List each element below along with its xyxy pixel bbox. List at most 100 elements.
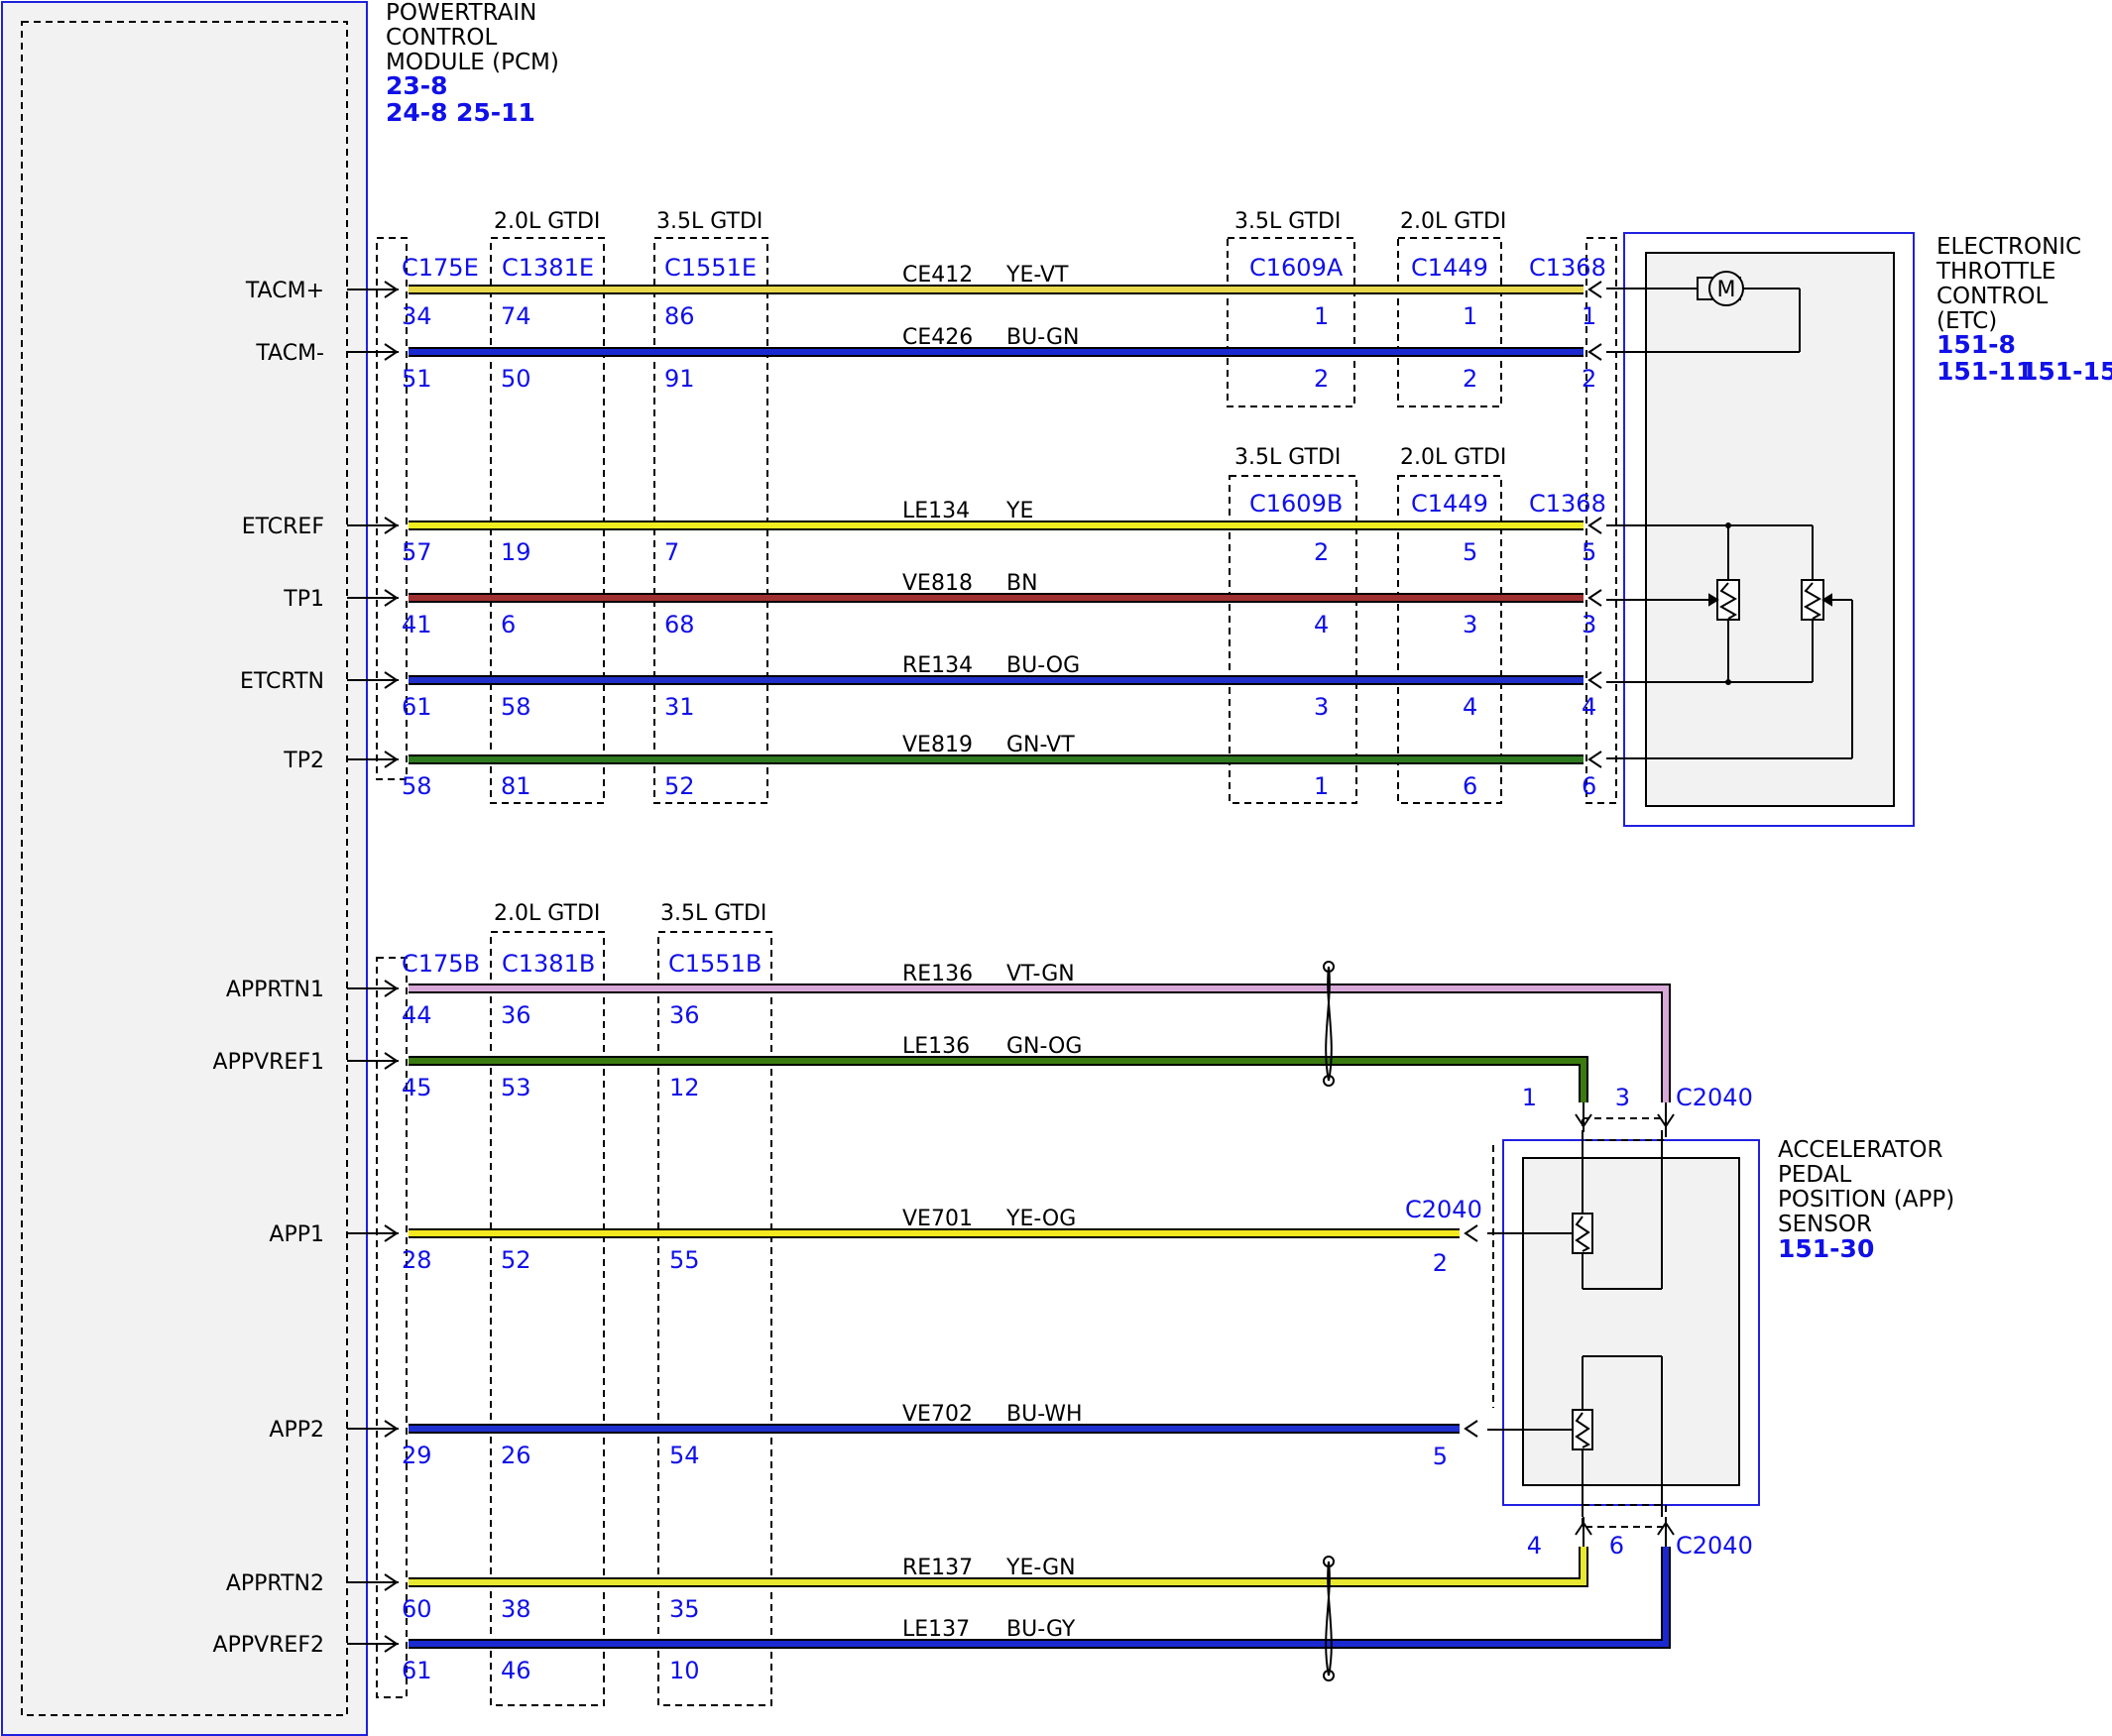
wire-le137[interactable]: [409, 1547, 1669, 1647]
pin-arrow-head: [1587, 517, 1602, 534]
signal-label-etcref: ETCREF: [242, 515, 324, 539]
pin-arrow-head: [384, 589, 399, 607]
pin-number: 91: [664, 365, 695, 393]
app-title-line4: SENSOR: [1778, 1212, 1872, 1237]
wire-color-code: YE-GN: [1005, 1556, 1076, 1580]
pin-number: 2: [1433, 1249, 1448, 1277]
connector-label[interactable]: C1609B: [1249, 490, 1343, 518]
pin-number: 31: [664, 693, 695, 721]
signal-label-appvref2: APPVREF2: [213, 1633, 324, 1658]
connector-label[interactable]: C1381B: [502, 950, 595, 978]
pin-arrow-head: [1464, 1420, 1478, 1438]
pin-arrow-head: [384, 281, 399, 298]
connector-box-c175b: [376, 957, 408, 1698]
pin-number: 36: [669, 1001, 700, 1029]
pin-arrow-head: [384, 751, 399, 768]
etc-ref-2[interactable]: 151-11: [1936, 357, 2033, 386]
pin-number: 61: [402, 1657, 432, 1684]
pin-arrow-head: [384, 1573, 399, 1591]
connector-box-c1609b: [1229, 475, 1357, 804]
pcm-ref-2[interactable]: 24-8: [386, 98, 448, 127]
pin-number: 58: [501, 693, 531, 721]
variant-label: 2.0L GTDI: [494, 209, 600, 234]
variant-label: 3.5L GTDI: [1234, 209, 1341, 234]
connector-label[interactable]: C2040: [1676, 1084, 1753, 1111]
variant-label: 3.5L GTDI: [656, 209, 763, 234]
signal-label-apprtn1: APPRTN1: [226, 978, 324, 1002]
pin-number: 74: [501, 302, 531, 330]
connector-box-c1449-top: [1397, 237, 1502, 407]
pin-number: 4: [1463, 693, 1477, 721]
pcm-signal-list: TACM+TACM-ETCREFTP1ETCRTNTP2APPRTN1APPVR…: [213, 279, 399, 1658]
circuit-id: VE819: [902, 733, 973, 757]
wire-le136[interactable]: [409, 1058, 1586, 1102]
pin-number: 6: [1463, 772, 1477, 800]
connector-label[interactable]: C2040: [1676, 1532, 1753, 1560]
pin-number: 45: [402, 1074, 432, 1101]
wire-outline: [409, 1547, 1588, 1587]
app-title-line1: ACCELERATOR: [1778, 1137, 1942, 1163]
etc-title-line3: CONTROL: [1936, 284, 2049, 309]
pin-number: 1: [1463, 302, 1477, 330]
pin-number: 28: [402, 1246, 432, 1274]
connector-label[interactable]: C1551B: [668, 950, 762, 978]
wire-color-code: YE-VT: [1005, 263, 1069, 288]
connector-label[interactable]: C175E: [402, 254, 479, 282]
circuit-id: LE137: [902, 1617, 970, 1642]
app-title-line3: POSITION (APP): [1778, 1187, 1954, 1213]
etc-ref-3[interactable]: 151-15: [2021, 357, 2112, 386]
pin-number: 38: [501, 1595, 531, 1623]
wire-color-code: YE: [1005, 499, 1033, 523]
pin-arrow-head: [384, 343, 399, 361]
connector-label[interactable]: C1368: [1529, 490, 1606, 518]
pin-number: 1: [1582, 302, 1596, 330]
pcm-ref-1[interactable]: 23-8: [386, 71, 448, 100]
pin-number: 29: [402, 1442, 432, 1469]
connector-label[interactable]: C175B: [402, 950, 480, 978]
wire-color-code: VT-GN: [1006, 962, 1075, 986]
etc-module[interactable]: [1623, 232, 1915, 827]
connector-label[interactable]: C1449: [1411, 490, 1488, 518]
connector-box-c1368: [1585, 237, 1617, 804]
connector-label[interactable]: C1449: [1411, 254, 1488, 282]
pin-arrow-head: [1587, 343, 1602, 361]
etc-title-line2: THROTTLE: [1936, 259, 2055, 285]
app-sensor-module[interactable]: [1502, 1139, 1760, 1506]
etc-ref-1[interactable]: 151-8: [1936, 330, 2016, 359]
pcm-title-line2: CONTROL: [386, 25, 498, 51]
pcm-title-line3: MODULE (PCM): [386, 50, 559, 75]
app-ref-1[interactable]: 151-30: [1778, 1234, 1874, 1263]
wire-re137[interactable]: [409, 1547, 1586, 1585]
pcm-ref-3[interactable]: 25-11: [456, 98, 535, 127]
connector-label[interactable]: C1368: [1529, 254, 1606, 282]
connector-box-c175e: [376, 237, 408, 780]
variant-label: 2.0L GTDI: [1400, 445, 1506, 470]
signal-label-tp2: TP2: [283, 749, 324, 773]
wire-re136[interactable]: [409, 985, 1669, 1102]
pin-number: 10: [669, 1657, 700, 1684]
connector-box-c1609a: [1227, 237, 1355, 407]
pin-arrow-head: [384, 671, 399, 689]
connector-label[interactable]: C2040: [1405, 1196, 1482, 1223]
pin-number: 61: [402, 693, 432, 721]
connector-label[interactable]: C1551E: [664, 254, 757, 282]
pin-number: 68: [664, 611, 695, 638]
pin-number: 2: [1463, 365, 1477, 393]
pin-number: 6: [1582, 772, 1596, 800]
pin-number: 5: [1433, 1443, 1448, 1470]
pin-number: 53: [501, 1074, 531, 1101]
pin-number: 2: [1314, 365, 1329, 393]
signal-label-apprtn2: APPRTN2: [226, 1571, 324, 1596]
signal-label-tacm-: TACM+: [245, 279, 324, 303]
pcm-module[interactable]: [1, 1, 368, 1736]
variant-label: 2.0L GTDI: [1400, 209, 1506, 234]
pin-number: 86: [664, 302, 695, 330]
connector-label[interactable]: C1381E: [502, 254, 594, 282]
pin-number: 1: [1314, 772, 1329, 800]
pin-number: 60: [402, 1595, 432, 1623]
connector-label[interactable]: C1609A: [1249, 254, 1344, 282]
motor-icon: M: [1697, 271, 1744, 306]
pin-number: 4: [1582, 693, 1596, 721]
potentiometer-icon: [1708, 579, 1740, 621]
pin-arrow-head: [1464, 1224, 1478, 1242]
